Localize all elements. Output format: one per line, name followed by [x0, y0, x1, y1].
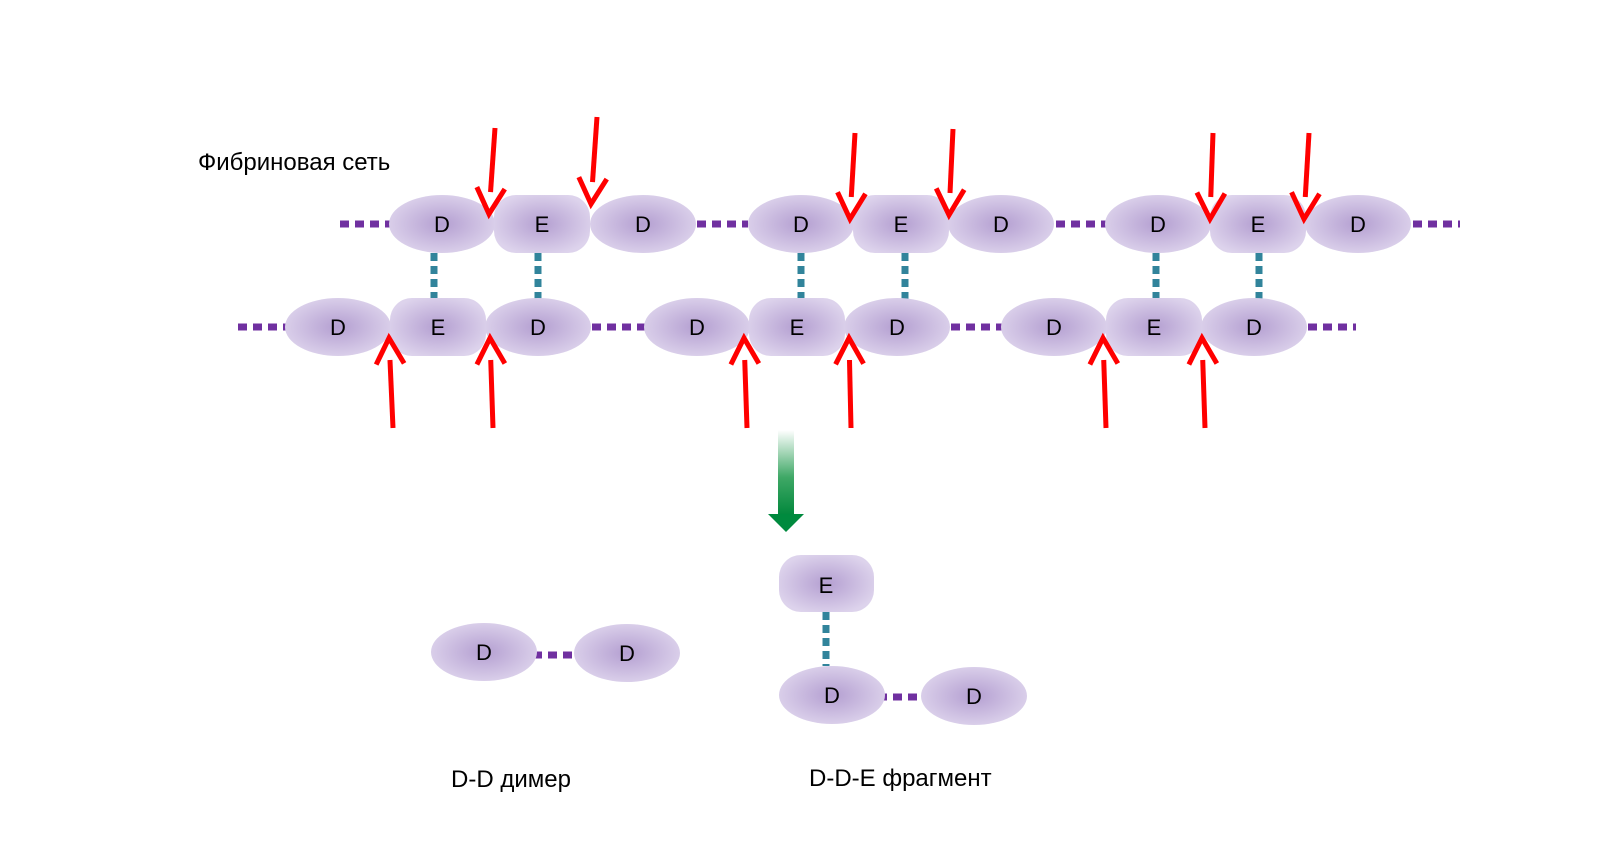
- e-domain-label: E: [431, 315, 446, 340]
- e-domain: E: [390, 298, 486, 356]
- red-arrow-icon: [373, 332, 407, 429]
- dde-fragment-caption: D-D-E фрагмент: [809, 765, 992, 792]
- e-domain: E: [1106, 298, 1202, 356]
- d-domain: D: [779, 666, 885, 724]
- e-domain: E: [494, 195, 590, 253]
- d-domain: D: [844, 298, 950, 356]
- d-domain: D: [285, 298, 391, 356]
- d-domain: D: [1305, 195, 1411, 253]
- d-domain-label: D: [476, 640, 492, 665]
- e-domain-label: E: [535, 212, 550, 237]
- d-domain-label: D: [1350, 212, 1366, 237]
- d-domain-label: D: [824, 683, 840, 708]
- d-domain-label: D: [793, 212, 809, 237]
- d-domain: D: [644, 298, 750, 356]
- d-domain: D: [590, 195, 696, 253]
- d-domain: D: [1105, 195, 1211, 253]
- e-domain-label: E: [894, 212, 909, 237]
- red-arrow-icon: [835, 132, 868, 225]
- red-arrow-icon: [1289, 132, 1322, 225]
- d-domain-label: D: [434, 212, 450, 237]
- red-arrow-icon: [833, 332, 866, 429]
- dd-dimer-caption: D-D димер: [451, 766, 571, 793]
- red-arrow-icon: [474, 127, 507, 220]
- d-domain: D: [921, 667, 1027, 725]
- e-domain: E: [853, 195, 949, 253]
- e-domain-label: E: [790, 315, 805, 340]
- red-arrow-icon: [474, 332, 508, 429]
- d-domain: D: [574, 624, 680, 682]
- d-domain-label: D: [993, 212, 1009, 237]
- d-domain-label: D: [889, 315, 905, 340]
- red-arrow-icon: [933, 128, 967, 221]
- red-arrow-icon: [1186, 332, 1220, 429]
- d-domain: D: [431, 623, 537, 681]
- diagram-title: Фибриновая сеть: [198, 149, 390, 176]
- d-domain: D: [948, 195, 1054, 253]
- e-domain-label: E: [819, 573, 834, 598]
- down-arrow-icon: [768, 430, 804, 532]
- d-domain-label: D: [330, 315, 346, 340]
- d-domain-label: D: [1150, 212, 1166, 237]
- d-domain-label: D: [689, 315, 705, 340]
- d-domain: D: [1001, 298, 1107, 356]
- red-arrow-icon: [1087, 332, 1121, 429]
- d-domain: D: [748, 195, 854, 253]
- d-domain-label: D: [619, 641, 635, 666]
- e-domain: E: [1210, 195, 1306, 253]
- red-arrow-icon: [728, 332, 762, 429]
- d-domain-label: D: [1246, 315, 1262, 340]
- e-domain-label: E: [1147, 315, 1162, 340]
- e-domain: E: [779, 555, 874, 612]
- d-domain-label: D: [530, 315, 546, 340]
- d-domain-label: D: [1046, 315, 1062, 340]
- red-arrow-icon: [1194, 132, 1228, 225]
- d-domain-label: D: [635, 212, 651, 237]
- d-domain: D: [389, 195, 495, 253]
- e-domain-label: E: [1251, 212, 1266, 237]
- d-domain-label: D: [966, 684, 982, 709]
- red-arrow-icon: [576, 116, 609, 210]
- d-domain: D: [1201, 298, 1307, 356]
- d-domain: D: [485, 298, 591, 356]
- e-domain: E: [749, 298, 845, 356]
